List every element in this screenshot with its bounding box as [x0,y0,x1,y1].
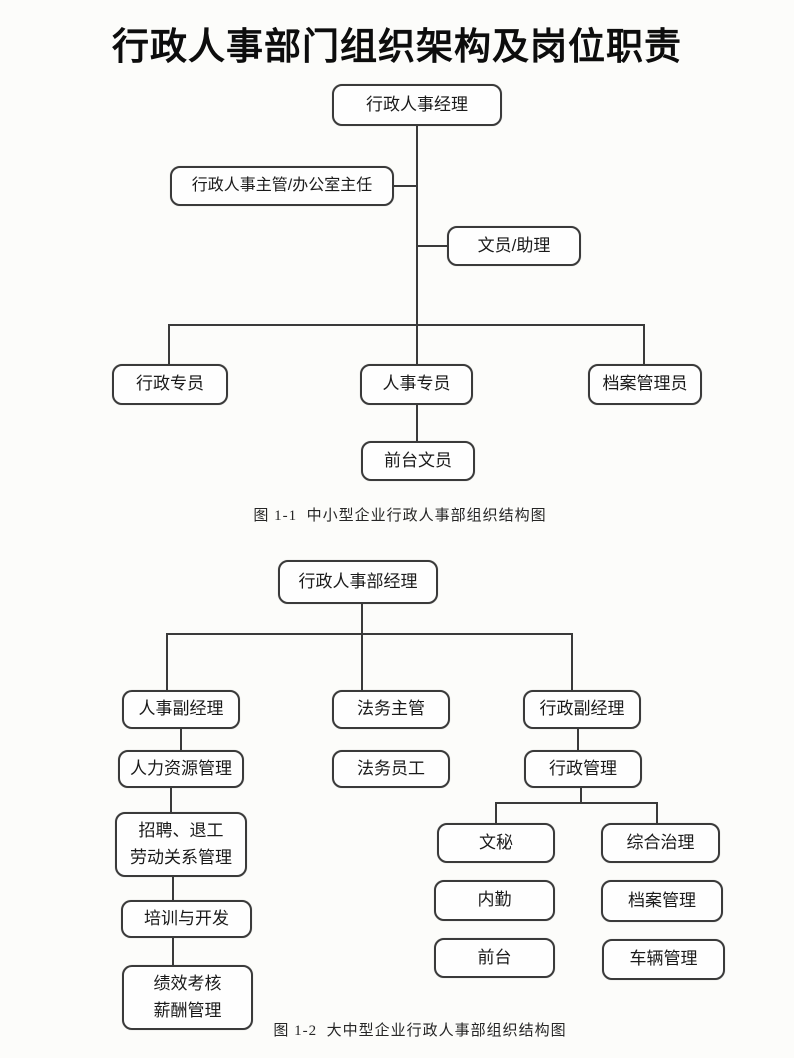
node-legal-affairs-supervisor: 法务主管 [332,690,450,729]
node-hr-deputy-manager: 人事副经理 [122,690,240,729]
node-performance-compensation: 绩效考核 薪酬管理 [122,965,253,1030]
page-title: 行政人事部门组织架构及岗位职责 [112,26,682,67]
connector-c2-hrmgmt-recruitment [170,788,172,812]
figure-1-1-caption: 图 1-1 中小型企业行政人事部组织结构图 [253,508,547,524]
figure-1-2-caption: 图 1-2 大中型企业行政人事部组织结构图 [273,1023,567,1039]
node-legal-affairs-staff: 法务员工 [332,750,450,788]
connector-c2-level2-horizontal [166,633,573,635]
connector-c2-right-drop [571,633,573,690]
node-clerk-assistant: 文员/助理 [447,226,581,266]
node-vehicle-management: 车辆管理 [602,939,725,980]
node-admin-deputy-manager: 行政副经理 [523,690,641,729]
connector-c2-main-vertical [361,604,363,690]
node-hr-specialist: 人事专员 [360,364,473,405]
connector-c1-clerk-branch [417,245,448,247]
connector-c2-recruitment-training [172,877,174,900]
connector-c1-frontdesk-drop [416,404,418,442]
connector-c2-admin-sub-horizontal [495,802,658,804]
node-comprehensive-governance: 综合治理 [601,823,720,863]
node-archives-management: 档案管理 [601,880,723,922]
node-front-desk: 前台 [434,938,555,978]
node-administration-management: 行政管理 [524,750,642,788]
connector-c1-right-drop [643,324,645,365]
connector-c2-admindeputy-adminmgmt [577,729,579,750]
node-human-resources-management: 人力资源管理 [118,750,244,788]
connector-c1-level3-horizontal [168,324,645,326]
node-archives-administrator: 档案管理员 [588,364,702,405]
node-admin-hr-manager: 行政人事经理 [332,84,502,126]
connector-c2-hrdeputy-hrmgmt [180,729,182,750]
node-admin-hr-supervisor-office-director: 行政人事主管/办公室主任 [170,166,394,206]
connector-c2-left-drop [166,633,168,690]
node-secretary: 文秘 [437,823,555,863]
node-training-development: 培训与开发 [121,900,252,938]
node-recruitment-labor-relations: 招聘、退工 劳动关系管理 [115,812,247,877]
connector-c1-supervisor-branch [393,185,417,187]
node-front-desk-clerk: 前台文员 [361,441,475,481]
node-internal-service: 内勤 [434,880,555,921]
connector-c1-left-drop [168,324,170,365]
connector-c2-training-performance [172,938,174,965]
node-admin-specialist: 行政专员 [112,364,228,405]
connector-c2-adminmgmt-drop [580,788,582,803]
connector-c2-secretary-drop [495,802,497,823]
connector-c2-governance-drop [656,802,658,823]
node-admin-hr-dept-manager: 行政人事部经理 [278,560,438,604]
